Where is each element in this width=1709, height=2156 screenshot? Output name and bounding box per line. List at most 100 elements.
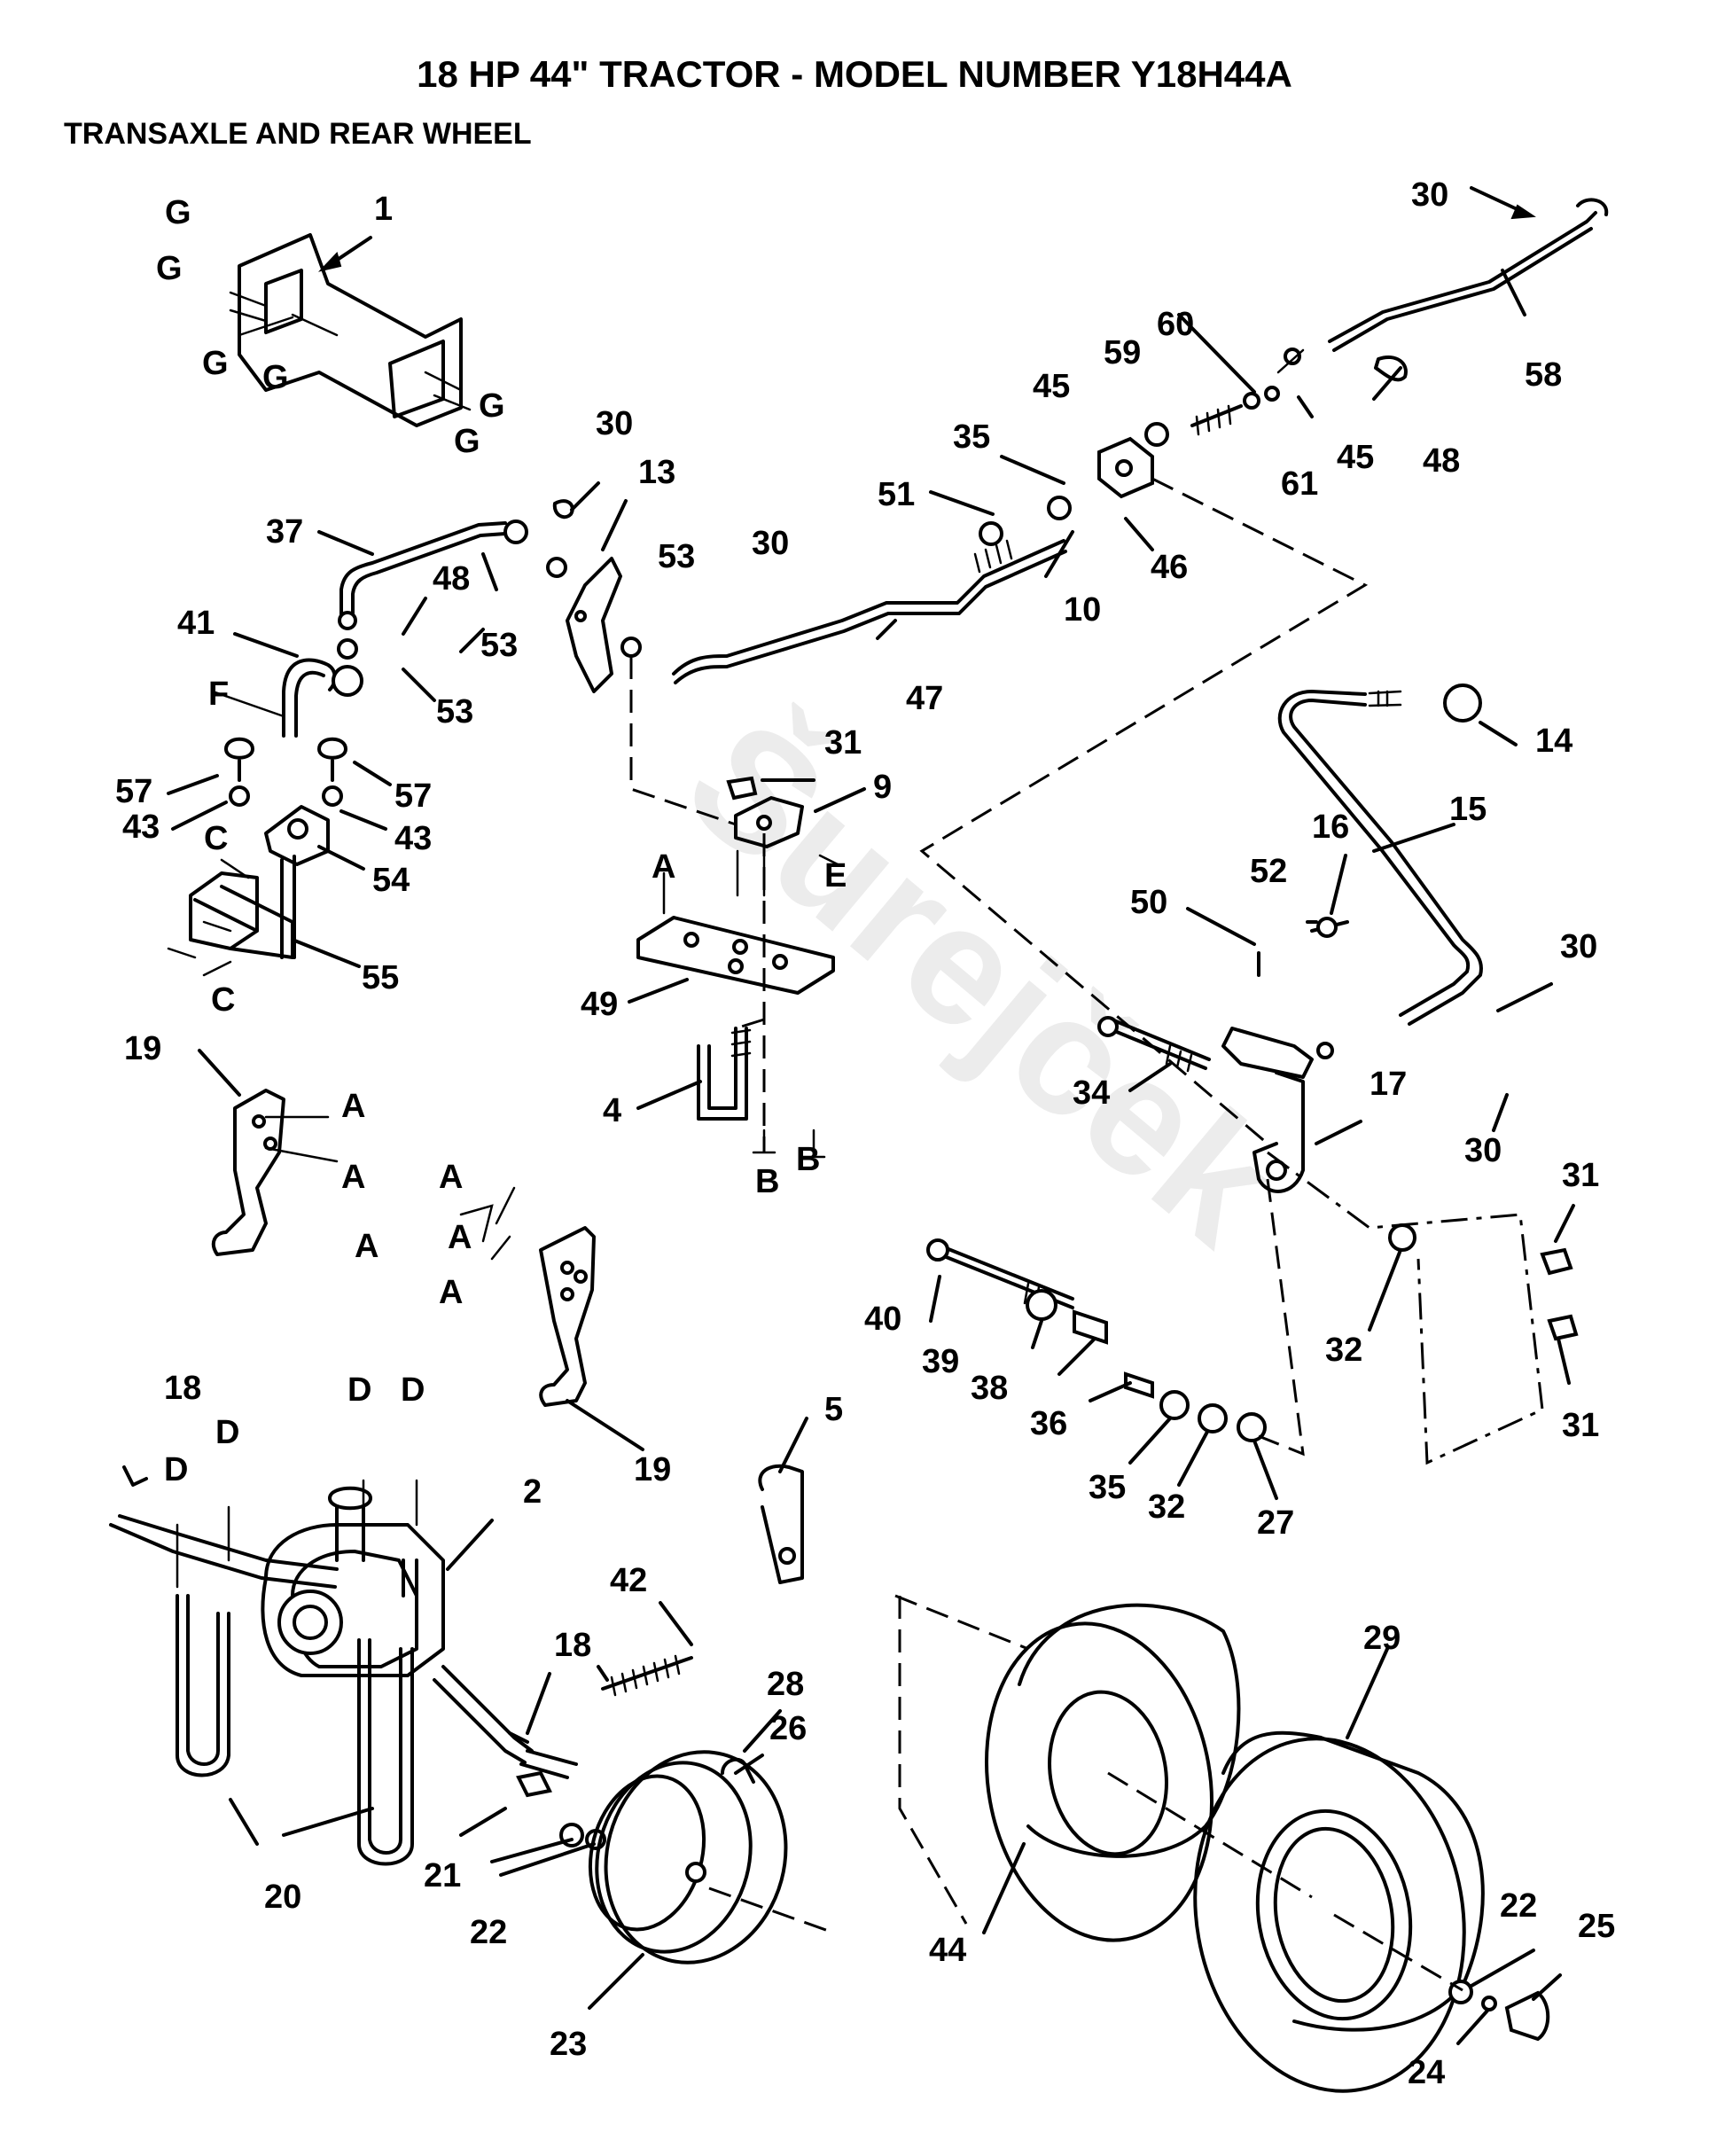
callout-label: A xyxy=(652,848,675,886)
callout-label: 59 xyxy=(1104,334,1141,371)
callout-label: G xyxy=(165,194,191,231)
callout-label: 25 xyxy=(1578,1908,1615,1945)
callout-label: 53 xyxy=(658,538,695,575)
part-5-clip xyxy=(758,1464,804,1584)
callout-label: 36 xyxy=(1030,1405,1067,1442)
callout-label: 22 xyxy=(470,1914,507,1951)
callout-label: 57 xyxy=(394,777,432,815)
callout-label: 16 xyxy=(1312,808,1349,846)
callout-label: 1 xyxy=(374,191,393,228)
callout-label: A xyxy=(341,1159,365,1196)
callout-label: 21 xyxy=(424,1857,461,1894)
part-15-lever xyxy=(1277,684,1483,1026)
part-55-bracket xyxy=(189,858,294,959)
callout-label: F xyxy=(208,676,229,713)
callout-label: 30 xyxy=(1411,176,1448,214)
callout-label: 43 xyxy=(122,808,160,846)
callout-label: 39 xyxy=(922,1343,959,1380)
callout-label: 30 xyxy=(1464,1132,1502,1169)
callout-label: 4 xyxy=(603,1092,621,1129)
spacer-washers xyxy=(1026,1223,1579,1442)
part-44-tire xyxy=(984,1603,1241,1942)
callout-label: 18 xyxy=(164,1370,201,1407)
part-19-bracket-right xyxy=(539,1226,596,1407)
callout-label: 5 xyxy=(824,1391,843,1428)
callout-label: 48 xyxy=(433,560,470,598)
callout-label: 37 xyxy=(266,513,303,551)
callout-label: 30 xyxy=(1560,928,1597,965)
part-9-bracket xyxy=(726,776,804,897)
callout-label: 27 xyxy=(1257,1504,1294,1542)
callout-label: A xyxy=(439,1274,463,1311)
callout-label: D xyxy=(347,1371,371,1409)
part-49-plate xyxy=(636,916,835,995)
callout-label: 47 xyxy=(906,680,943,717)
callout-label: 31 xyxy=(824,724,862,762)
callout-label: B xyxy=(796,1141,820,1178)
callout-label: C xyxy=(204,820,228,857)
diagram-title: 18 HP 44" TRACTOR - MODEL NUMBER Y18H44A xyxy=(417,53,1292,95)
callout-label: 50 xyxy=(1130,884,1167,921)
callout-label: 26 xyxy=(769,1710,807,1747)
callout-label: 48 xyxy=(1423,442,1460,480)
callout-label: G xyxy=(156,250,183,287)
callout-label: D xyxy=(215,1414,239,1451)
callout-label: 19 xyxy=(634,1451,671,1488)
callout-label: B xyxy=(755,1163,779,1200)
callout-label: 40 xyxy=(864,1301,901,1338)
part-42-spring xyxy=(601,1654,693,1697)
small-hardware-upper xyxy=(1144,355,1408,447)
callout-label: 49 xyxy=(581,986,618,1023)
callout-label: D xyxy=(164,1451,188,1488)
callout-label: 45 xyxy=(1337,439,1374,476)
callout-label: 60 xyxy=(1157,306,1194,343)
part-29-tire xyxy=(1193,1730,1485,2093)
callout-label: 32 xyxy=(1325,1332,1362,1369)
part-41-lever xyxy=(264,611,363,959)
callout-label: 19 xyxy=(124,1030,161,1067)
callout-label: 61 xyxy=(1281,465,1318,503)
callout-label: G xyxy=(262,359,289,396)
callout-label: 54 xyxy=(372,862,410,899)
reference-ticks xyxy=(167,690,839,1589)
part-17-arm xyxy=(1221,917,1349,1193)
callout-label: 30 xyxy=(596,405,633,442)
part-4-bolt xyxy=(697,1027,752,1121)
callout-label: 13 xyxy=(638,454,675,491)
callout-label: 46 xyxy=(1151,549,1188,586)
callout-label: 51 xyxy=(878,476,915,513)
callout-label: 23 xyxy=(550,2026,587,2063)
callout-label: A xyxy=(355,1228,378,1265)
callout-label: 57 xyxy=(115,773,152,810)
callout-label: G xyxy=(202,345,229,382)
callout-label: 20 xyxy=(264,1879,301,1916)
diagram-subtitle: TRANSAXLE AND REAR WHEEL xyxy=(64,117,532,151)
callout-label: D xyxy=(401,1371,425,1409)
callout-label: 44 xyxy=(929,1932,966,1969)
callout-label: 52 xyxy=(1250,853,1287,890)
callout-label: E xyxy=(824,857,847,894)
callout-label: 53 xyxy=(480,627,518,664)
callout-label: 45 xyxy=(1033,368,1070,405)
part-19-bracket-left xyxy=(211,1089,339,1256)
callout-label: 18 xyxy=(554,1627,591,1664)
callout-label: 32 xyxy=(1148,1488,1185,1526)
callout-label: 53 xyxy=(436,693,473,730)
callout-label: 55 xyxy=(362,959,399,996)
part-37-rod xyxy=(339,499,574,622)
hub-hardware xyxy=(1448,1980,1550,2042)
callout-label: A xyxy=(439,1159,463,1196)
callout-label: 10 xyxy=(1064,591,1101,629)
part-47-rod xyxy=(672,496,1072,684)
part-1-bracket xyxy=(229,233,472,427)
callout-label: 9 xyxy=(873,769,892,806)
callout-label: 15 xyxy=(1449,791,1487,828)
part-58-rod xyxy=(1276,198,1609,374)
callout-label: 35 xyxy=(953,418,990,456)
callout-label: 29 xyxy=(1363,1620,1401,1657)
part-23-rim xyxy=(588,1750,788,1965)
callout-label: G xyxy=(479,387,505,425)
callout-label: 30 xyxy=(752,525,789,562)
leader-arrows xyxy=(167,186,1575,2045)
